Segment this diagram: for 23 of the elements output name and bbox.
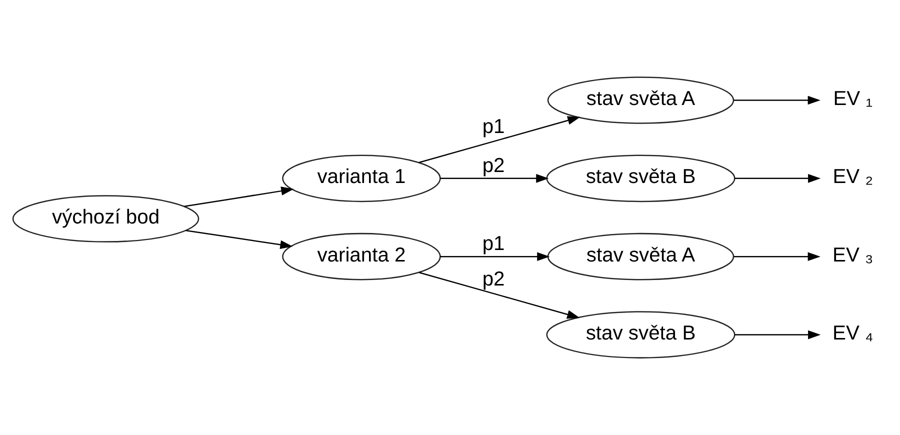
edge-label: p2 xyxy=(482,268,505,290)
node-text: EV ₁ xyxy=(833,88,873,110)
arrow xyxy=(734,252,820,262)
node-ellipse: výchozí bod xyxy=(12,195,200,242)
arrow xyxy=(440,252,550,262)
edge-label: p1 xyxy=(482,116,505,138)
arrow xyxy=(418,116,580,164)
arrow xyxy=(186,230,293,250)
node-ellipse: varianta 1 xyxy=(282,154,441,202)
edge-label: p2 xyxy=(482,154,505,177)
node-text: EV ₂ xyxy=(832,166,874,188)
node-text: EV ₄ xyxy=(832,322,874,345)
arrow xyxy=(734,96,820,105)
node-ellipse: stav světa A xyxy=(547,232,734,280)
arrow xyxy=(440,174,549,183)
arrow xyxy=(734,330,821,340)
edge-label: p1 xyxy=(482,233,505,256)
arrow xyxy=(734,174,821,183)
node-ellipse: varianta 2 xyxy=(282,232,441,280)
node-text: EV ₃ xyxy=(832,244,874,266)
arrow xyxy=(418,272,580,319)
arrow xyxy=(184,186,294,208)
node-ellipse: stav světa B xyxy=(546,154,736,202)
